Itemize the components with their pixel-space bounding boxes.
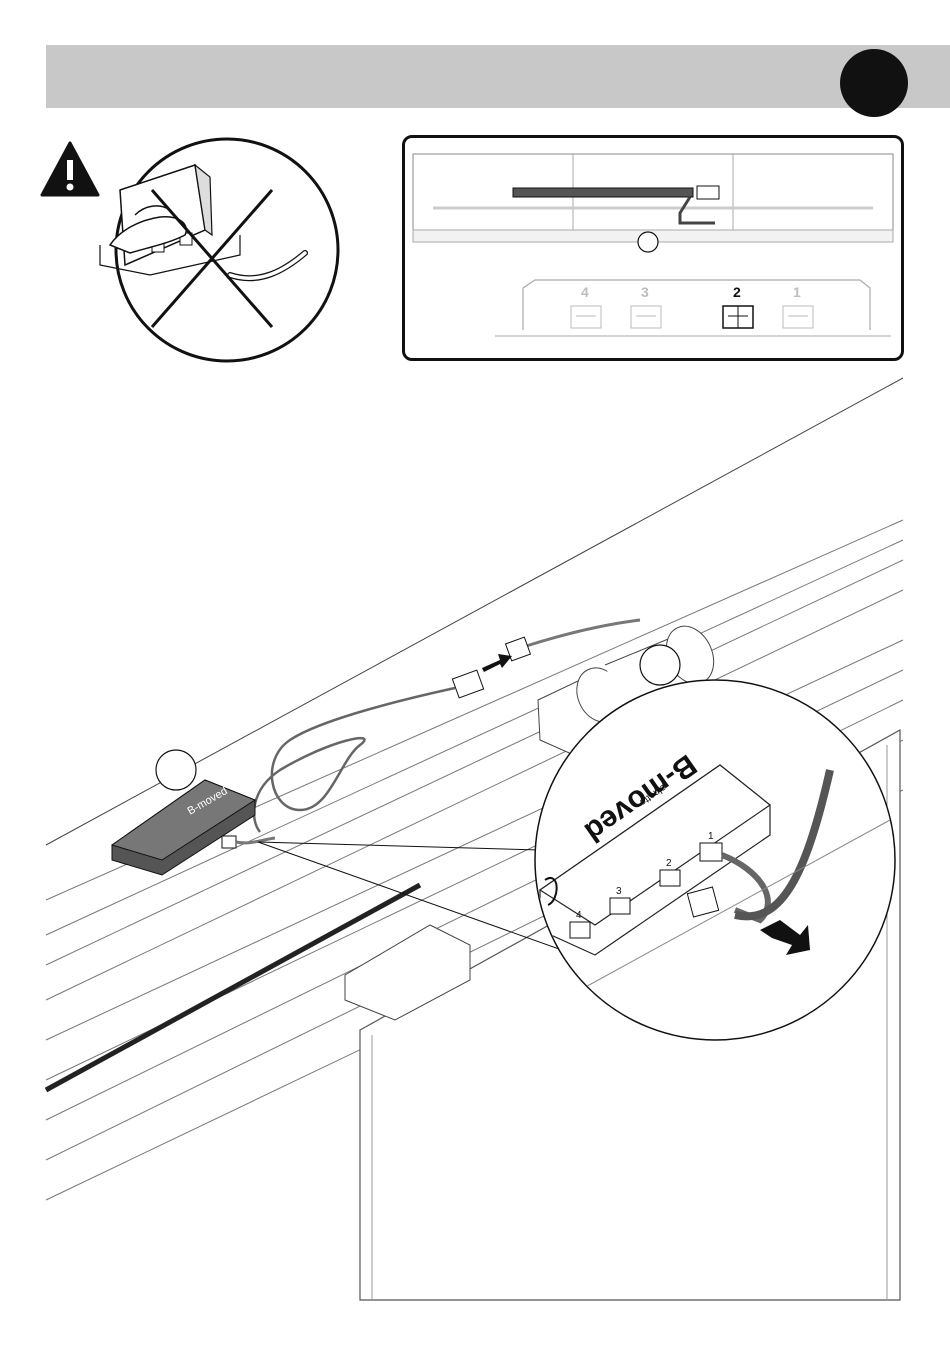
port-number-2: 2 (666, 858, 672, 869)
arrow-right-icon (482, 654, 512, 672)
port-label-2: 2 (733, 284, 741, 300)
step-header-bar (46, 45, 950, 108)
step-number-marker (840, 49, 908, 117)
callout-circle-box (156, 750, 196, 790)
inset-wiring-panel: 4 3 2 1 (402, 135, 904, 361)
motor-rail (513, 188, 693, 197)
port-label-1: 1 (793, 284, 801, 300)
warning-panel (40, 135, 360, 365)
port-label-4: 4 (581, 284, 589, 300)
warning-triangle-icon (42, 143, 98, 195)
port-label-3: 3 (641, 284, 649, 300)
callout-circle-motor (640, 645, 680, 685)
port-number-4: 4 (576, 910, 582, 921)
warning-illustration (40, 135, 360, 365)
port-number-1: 1 (708, 831, 714, 842)
inset-illustration (405, 138, 901, 358)
main-assembly-illustration: B-moved B-moved elnette 1 (0, 370, 950, 1344)
callout-circle-inset (638, 232, 658, 252)
control-box-small: B-moved (112, 780, 275, 875)
rail-assembly-drawing: B-moved B-moved elnette 1 (0, 370, 950, 1344)
magnified-detail: B-moved elnette 1 2 3 4 (535, 680, 895, 1040)
port-number-3: 3 (616, 886, 622, 897)
